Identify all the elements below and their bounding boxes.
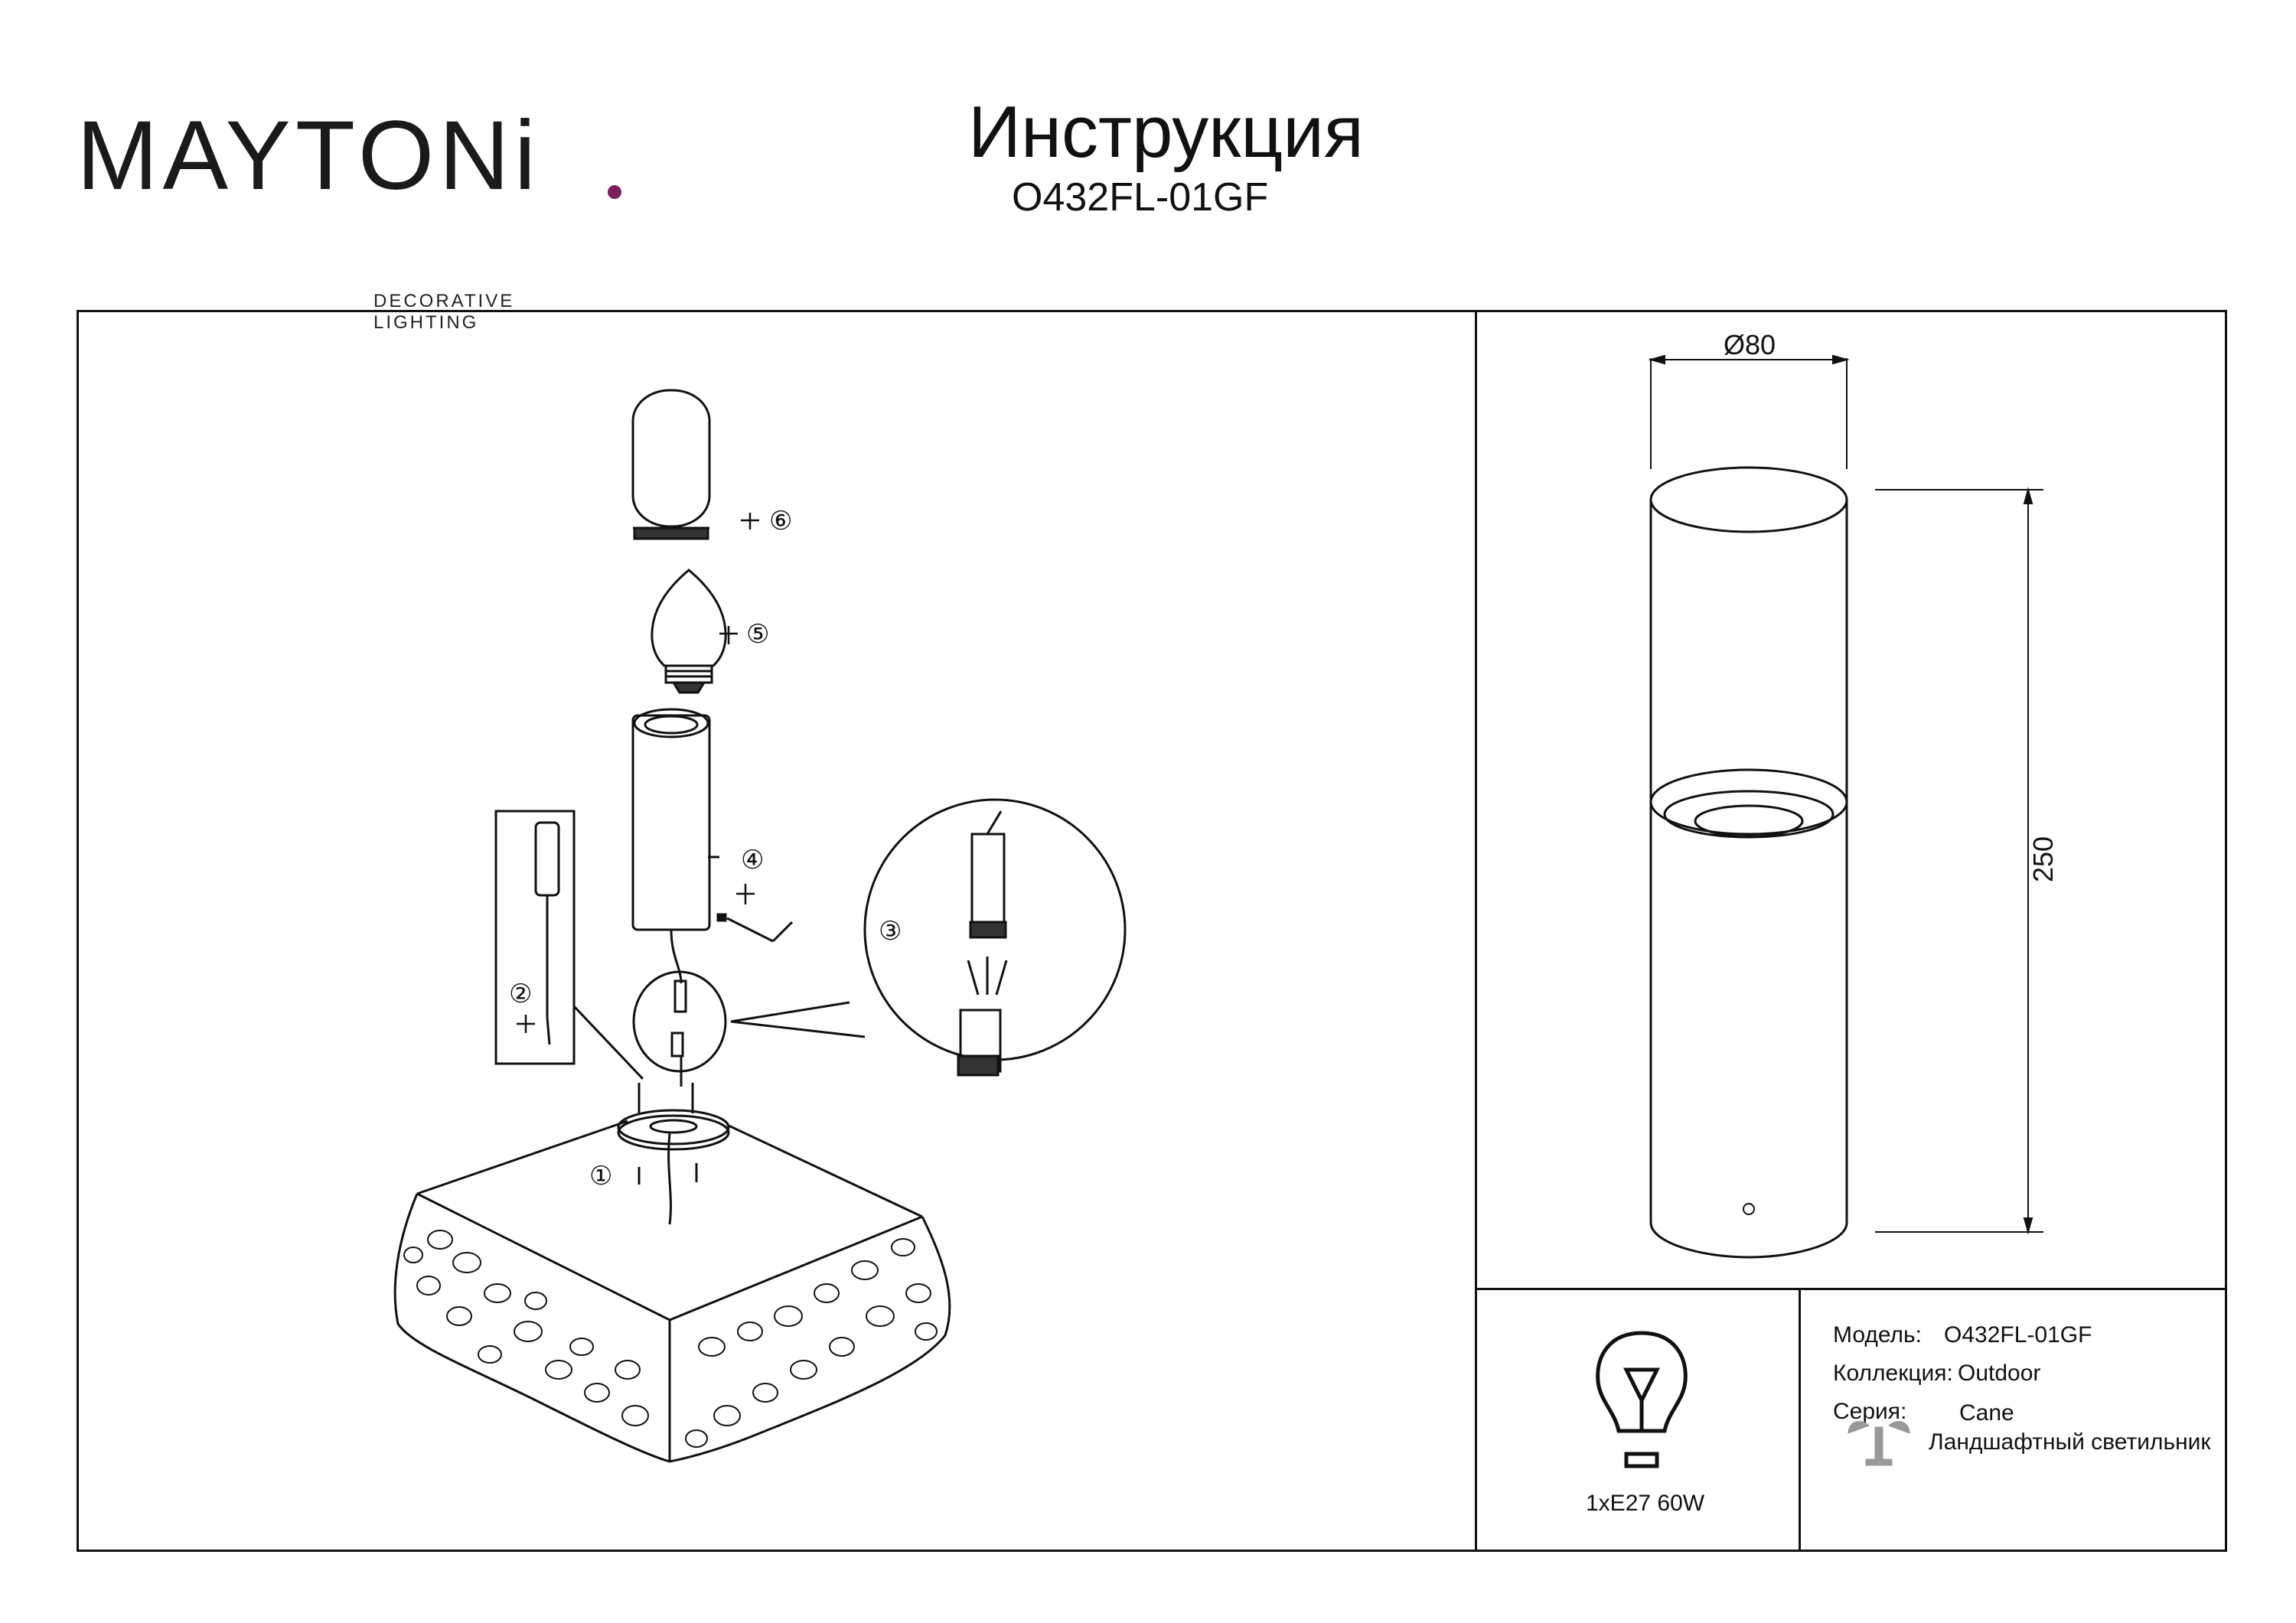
lamp-side-view: [1649, 466, 1848, 1259]
mounting-screws: [638, 1083, 698, 1185]
page-title: Инструкция: [968, 91, 1364, 173]
connector-zoom-circle: [730, 798, 1127, 1077]
spec-model-label: Модель:: [1833, 1322, 1923, 1348]
spec-collection-value: Outdoor: [1958, 1361, 2041, 1386]
hex-key: [716, 913, 794, 943]
step-6-label: ⑥: [769, 507, 792, 536]
frame-divider-horizontal: [1475, 1288, 2227, 1290]
spec-type-value: Ландшафтный светильник: [1929, 1429, 2211, 1455]
step-1-label: ①: [589, 1162, 612, 1191]
screwdriver-tool-box: [494, 810, 576, 1065]
bulb-illustration: [651, 569, 727, 694]
brand-accent-dot: [608, 185, 621, 199]
ground-slab: [393, 1119, 951, 1463]
pebble-texture: [403, 1230, 938, 1448]
model-code-heading: O432FL-01GF: [1012, 175, 1269, 220]
brand-name: MAYTONi: [77, 101, 541, 210]
brand-logo: MAYTONi DECORATIVE LIGHTING: [77, 92, 621, 333]
height-dimension: [1875, 487, 2043, 1235]
spec-model-value: O432FL-01GF: [1944, 1322, 2092, 1348]
step-2-label: ②: [509, 979, 532, 1009]
diameter-label: Ø80: [1724, 329, 1776, 360]
connector-detail-circle: [632, 970, 727, 1087]
height-label: 250: [2027, 836, 2059, 882]
spec-series-label: Серия:: [1833, 1399, 1907, 1424]
tool-markers: [517, 513, 759, 1033]
diameter-dimension: [1648, 354, 1850, 469]
brand-tagline: DECORATIVE LIGHTING: [373, 291, 515, 333]
step-5-label: ⑤: [746, 620, 769, 649]
bulb-spec-text: 1xE27 60W: [1586, 1491, 1705, 1516]
bulb-spec-icon: [1596, 1331, 1688, 1468]
lamp-body-cylinder: [631, 708, 719, 984]
drawing-frame: [77, 310, 2227, 1552]
landscape-lamp-icon: [1848, 1421, 1910, 1466]
table-divider-vertical: [1799, 1288, 1801, 1552]
step-4-label: ④: [741, 846, 764, 875]
dimension-drawing: Ø80 250: [1648, 329, 2059, 1259]
spec-collection-label: Коллекция:: [1833, 1361, 1953, 1386]
mounting-plate: [617, 1109, 730, 1225]
frame-divider-vertical: [1475, 310, 1477, 1552]
diffuser-cylinder: [631, 389, 711, 540]
step-3-label: ③: [879, 917, 902, 946]
spec-series-value: Cane: [1959, 1400, 2014, 1426]
assembly-diagram: ⑥ ⑤ ④ ③ ② ①: [393, 389, 1127, 1463]
